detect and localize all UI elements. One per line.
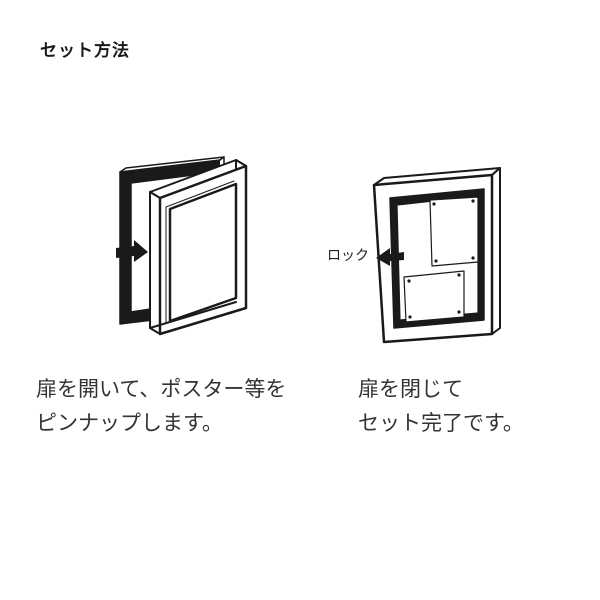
pinned-sheet-upper — [429, 196, 479, 267]
step1-caption-line-1: 扉を開いて、ポスター等を — [36, 377, 287, 401]
step2-caption-line-2: セット完了です。 — [358, 411, 524, 435]
open-arrow — [116, 240, 148, 262]
lock-label: ロック — [327, 248, 369, 264]
step1-caption-line-2: ピンナップします。 — [36, 411, 223, 435]
open-door — [149, 159, 248, 336]
open-frame-illustration — [116, 156, 248, 336]
closed-frame-illustration — [372, 167, 501, 344]
pinned-sheet-lower — [403, 270, 465, 323]
step1-caption: 扉を開いて、ポスター等を ピンナップします。 — [36, 372, 286, 440]
step2-caption: 扉を閉じて セット完了です。 — [358, 372, 524, 440]
page-title: セット方法 — [40, 41, 130, 61]
lock-arrow — [376, 248, 404, 266]
step2-caption-line-1: 扉を閉じて — [358, 377, 463, 401]
